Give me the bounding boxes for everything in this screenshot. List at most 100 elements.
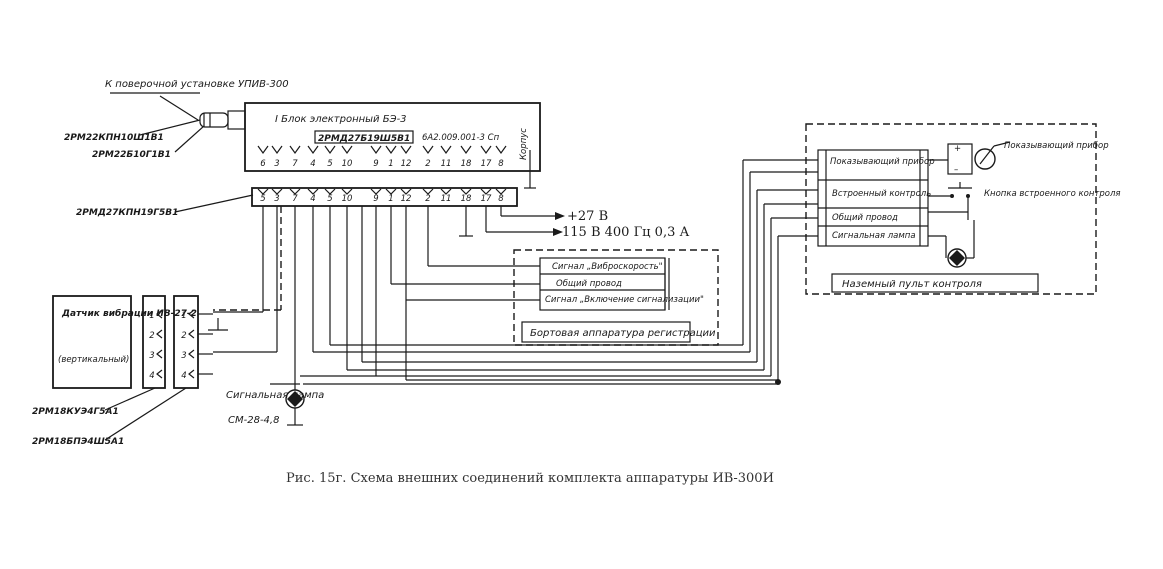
button-label: Кнопка встроенного контроля — [984, 189, 1121, 199]
recorder-row-3: Сигнал „Включение сигнализации" — [545, 295, 704, 305]
cable-plug-pin: 3 — [181, 351, 186, 361]
onboard-recorder: Сигнал „Виброскорость" Общий провод Сигн… — [513, 249, 719, 346]
pin-mark — [188, 349, 195, 359]
unit-bottom-pin: 12 — [401, 194, 412, 204]
pin-mark — [440, 145, 452, 155]
unit-bottom-pin: 10 — [342, 194, 353, 204]
unit-bottom-pin: 4 — [310, 194, 315, 204]
pin-mark — [341, 145, 353, 155]
unit-top-pin: 6 — [260, 159, 266, 169]
cable-plug-pin: 1 — [181, 311, 186, 321]
unit-bottom-pin: 11 — [441, 194, 452, 204]
pin-mark — [188, 369, 195, 379]
pin-mark — [480, 145, 492, 155]
unit-top-pin: 7 — [292, 159, 298, 169]
unit-top-pin: 3 — [274, 159, 279, 169]
electronic-unit-title: I Блок электронный БЭ-3 — [275, 114, 407, 125]
pin-mark — [156, 369, 163, 379]
pin-mark — [460, 188, 472, 195]
pin-mark — [495, 188, 507, 195]
pin-mark — [370, 145, 382, 155]
pin-mark — [156, 349, 163, 359]
cable-plug-pin: 2 — [181, 331, 186, 341]
panel-title: Наземный пульт контроля — [842, 279, 982, 290]
panel-row-1: Показывающий прибор — [830, 157, 935, 167]
unit-top-pin: 12 — [401, 159, 412, 169]
pin-mark — [400, 145, 412, 155]
pin-mark — [422, 188, 434, 195]
sensor-plug-pin: 3 — [149, 351, 154, 361]
unit-bottom-pin: 17 — [481, 194, 492, 204]
recorder-row-2: Общий провод — [556, 279, 622, 289]
unit-bottom-pin: 1 — [388, 194, 393, 204]
unit-bottom-pin: 8 — [498, 194, 504, 204]
pin-mark — [257, 188, 269, 195]
pin-mark — [440, 188, 452, 195]
sensor-subtitle: (вертикальный) — [58, 355, 129, 365]
svg-text:–: – — [954, 165, 958, 175]
connector-c5-label: 2РМ18БПЭ4Ш5А1 — [32, 437, 124, 447]
sensor-title: Датчик вибрации ИВ-27-2 — [61, 308, 197, 319]
connector-c3-label: 2РМД27КПН19Г5В1 — [76, 208, 178, 218]
pin-mark — [289, 145, 301, 155]
test-unit-label: К поверочной установке УПИВ-300 — [105, 79, 289, 90]
pin-mark — [324, 188, 336, 195]
vibration-sensor: Датчик вибрации ИВ-27-2 (вертикальный) 1… — [32, 295, 213, 447]
pin-mark — [257, 145, 269, 155]
pin-mark — [307, 145, 319, 155]
pin-mark — [422, 145, 434, 155]
pin-mark — [400, 188, 412, 195]
unit-top-pin: 17 — [481, 159, 492, 169]
sensor-plug-pin: 1 — [149, 311, 154, 321]
pin-mark — [370, 188, 382, 195]
unit-top-pin: 9 — [373, 159, 378, 169]
unit-bottom-pin: 5 — [260, 194, 265, 204]
pin-mark — [460, 145, 472, 155]
panel-row-2: Встроенный контроль — [832, 189, 931, 199]
pin-mark — [480, 188, 492, 195]
connector-c2-label: 2РМ22Б10Г1В1 — [92, 150, 171, 160]
unit-top-pin: 11 — [441, 159, 452, 169]
unit-bottom-pin: 7 — [292, 194, 298, 204]
unit-bottom-pin: 2 — [425, 194, 430, 204]
panel-row-3: Общий провод — [832, 213, 898, 223]
signal-lamp: Сигнальная лампа СМ-28-4,8 — [226, 389, 324, 426]
connector-c4-label: 2РМ18КУЭ4Г5А1 — [32, 407, 119, 417]
pin-mark — [188, 309, 195, 319]
pin-mark — [341, 188, 353, 195]
unit-top-pin: 8 — [498, 159, 504, 169]
cable-plug-pin: 4 — [181, 371, 186, 381]
power-ac-label: 115 В 400 Гц 0,3 А — [562, 225, 689, 240]
unit-connector-label: 2РМД27Б19Ш5В1 — [318, 134, 410, 144]
unit-doc-number: 6А2.009.001-3 Сп — [422, 133, 500, 143]
sensor-plug-pin: 2 — [149, 331, 154, 341]
lamp-model: СМ-28-4,8 — [228, 415, 279, 426]
test-plug: К поверочной установке УПИВ-300 2РМ22КПН… — [64, 79, 289, 160]
unit-top-pin: 10 — [342, 159, 353, 169]
pin-mark — [271, 188, 283, 195]
pin-mark — [188, 329, 195, 339]
unit-bottom-pin: 9 — [373, 194, 378, 204]
lamp-label: Сигнальная лампа — [226, 390, 324, 401]
unit-bottom-pin: 5 — [327, 194, 332, 204]
unit-top-pin: 18 — [461, 159, 472, 169]
pin-mark — [495, 145, 507, 155]
unit-top-pin: 1 — [388, 159, 393, 169]
pin-mark — [385, 145, 397, 155]
power-feeds: +27 В 115 В 400 Гц 0,3 А — [459, 206, 689, 240]
ground-control-panel: Показывающий прибор Встроенный контроль … — [805, 123, 1121, 295]
svg-text:+: + — [954, 144, 961, 154]
pin-mark — [307, 188, 319, 195]
pin-mark — [271, 145, 283, 155]
pin-mark — [156, 309, 163, 319]
electronic-unit: I Блок электронный БЭ-3 2РМД27Б19Ш5В1 6А… — [244, 102, 541, 189]
power-dc-label: +27 В — [567, 209, 608, 224]
connector-c1-label: 2РМ22КПН10Ш1В1 — [64, 133, 164, 143]
unit-case-label: Корпус — [519, 128, 529, 160]
unit-top-pin: 2 — [425, 159, 430, 169]
